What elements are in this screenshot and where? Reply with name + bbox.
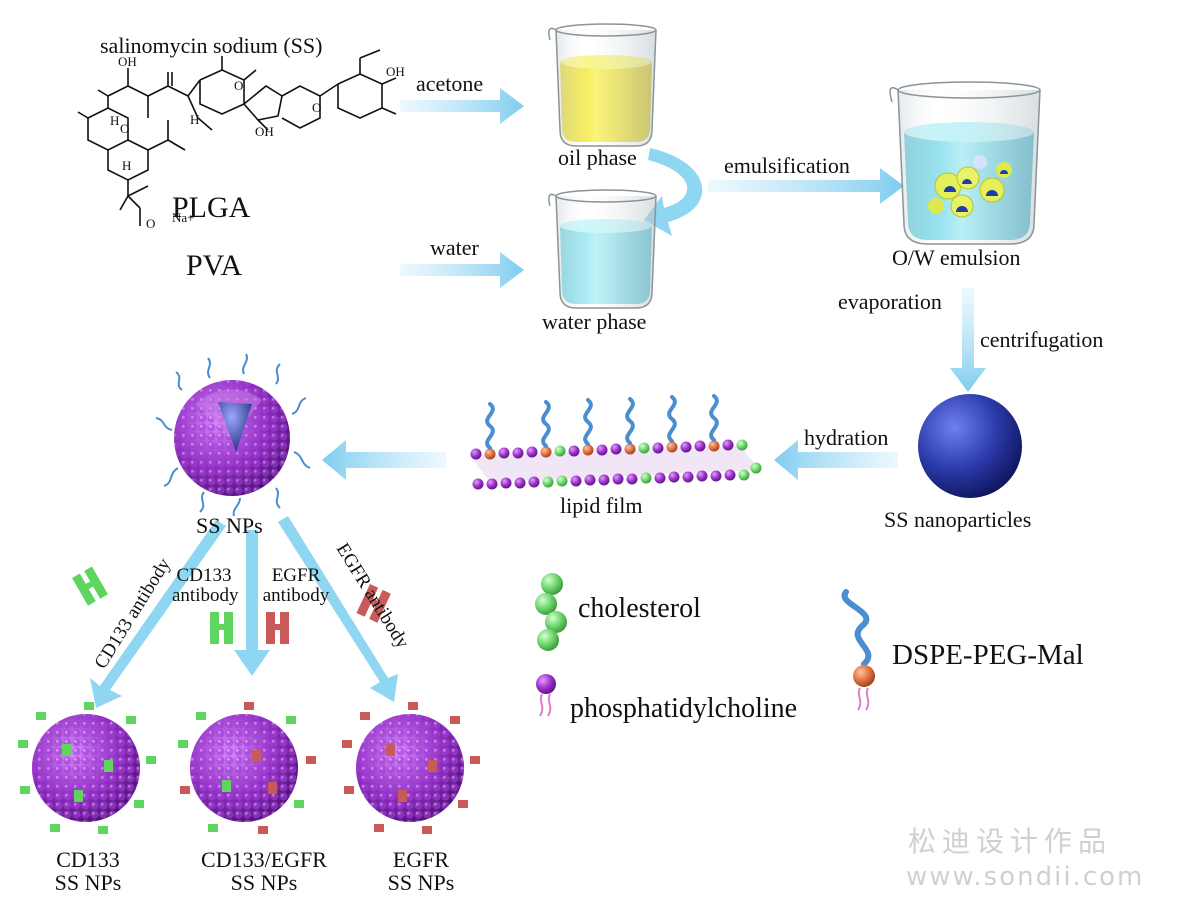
- antibody-icons: [72, 566, 391, 644]
- egfr-antibody-icon-mid: [266, 612, 289, 644]
- label-acetone: acetone: [416, 71, 484, 96]
- egfr-antibody-icon-right: [356, 584, 391, 623]
- label-salinomycin: salinomycin sodium (SS): [100, 33, 323, 58]
- label-cd133-mid-line1: CD133: [176, 565, 232, 586]
- label-centrifugation: centrifugation: [980, 327, 1104, 352]
- legend-phosphatidylcholine-icon: [536, 674, 556, 717]
- label-egfr-antibody-mid: EGFR antibody: [256, 566, 336, 606]
- o-label-ring-3: O: [312, 100, 321, 115]
- salinomycin-atom-labels: OH O OH OH O H H H O O Na+: [110, 54, 405, 231]
- arrow-acetone: [400, 88, 524, 124]
- label-hydration: hydration: [804, 425, 889, 450]
- arrow-hydration: [774, 440, 898, 480]
- lipid-film-peg-chains: [485, 394, 719, 450]
- carboxylate-o-label: O: [146, 216, 155, 231]
- label-product-cd133-egfr-line1: CD133/EGFR: [201, 847, 327, 872]
- label-cd133-mid-line2: antibody: [172, 584, 239, 606]
- label-pva: PVA: [186, 249, 243, 282]
- sodium-label: Na+: [172, 210, 195, 225]
- label-egfr-mid-line2: antibody: [262, 584, 330, 606]
- legend-cholesterol-label: cholesterol: [578, 593, 701, 624]
- h-label-1: H: [110, 113, 119, 128]
- label-water: water: [430, 235, 479, 260]
- ss-nps-liposome: [155, 353, 311, 517]
- legend-cholesterol-icon: [535, 573, 567, 651]
- label-water-phase: water phase: [542, 309, 647, 334]
- watermark-url: www.sondii.com: [906, 862, 1145, 892]
- beaker-water-phase: [548, 189, 657, 309]
- label-product-cd133: CD133 SS NPs: [40, 848, 136, 894]
- label-plga: PLGA: [172, 191, 251, 224]
- emulsion-droplets: [928, 155, 1012, 218]
- legend-dspe-peg-mal-icon: [841, 589, 875, 711]
- ss-nanoparticle-sphere: [918, 394, 1022, 498]
- oh-label-1: OH: [118, 54, 137, 69]
- label-product-egfr: EGFR SS NPs: [376, 848, 466, 894]
- label-oil-phase: oil phase: [558, 145, 637, 170]
- label-ss-nps: SS NPs: [196, 513, 263, 538]
- legend-phosphatidylcholine-label: phosphatidylcholine: [570, 693, 798, 724]
- arrow-evaporation: [950, 288, 986, 392]
- arrow-to-ss-nps: [322, 440, 446, 480]
- label-product-egfr-line2: SS NPs: [387, 870, 455, 896]
- label-cd133-antibody-mid: CD133 antibody: [172, 565, 239, 606]
- label-product-cd133-line2: SS NPs: [54, 870, 122, 896]
- label-lipid-film: lipid film: [560, 493, 643, 518]
- oh-label-3: OH: [386, 64, 405, 79]
- o-label-ring: O: [234, 78, 243, 93]
- label-product-cd133-egfr-line2: SS NPs: [230, 870, 298, 896]
- product-egfr-ss-nps: [342, 702, 480, 834]
- oh-label-2: OH: [255, 124, 274, 139]
- arrow-branch-cd133: [90, 520, 226, 708]
- beaker-oil-phase: [548, 23, 657, 147]
- label-ow-emulsion: O/W emulsion: [892, 245, 1021, 270]
- label-evaporation: evaporation: [838, 289, 942, 314]
- lipid-film: [470, 394, 762, 490]
- product-cd133-egfr-ss-nps: [178, 702, 316, 834]
- label-product-cd133-egfr: CD133/EGFR SS NPs: [184, 848, 344, 894]
- label-egfr-antibody-right: EGFR antibody: [332, 540, 414, 653]
- cd133-antibody-icon-mid: [210, 612, 233, 644]
- arrows: [90, 88, 986, 708]
- legend-dspe-peg-mal-label: DSPE-PEG-Mal: [892, 639, 1084, 671]
- arrow-water: [400, 252, 524, 288]
- arrow-emulsification: [708, 168, 904, 204]
- arrow-oil-to-water: [644, 148, 703, 236]
- lipid-film-top-heads: [470, 439, 748, 460]
- watermark-chinese: 松迪设计作品: [908, 825, 1113, 858]
- o-label-ring-2: O: [120, 121, 129, 136]
- label-product-egfr-line1: EGFR: [392, 847, 450, 872]
- beaker-ow-emulsion: [889, 81, 1041, 245]
- label-egfr-mid-line1: EGFR: [271, 565, 321, 586]
- product-cd133-ss-nps: [18, 702, 156, 834]
- arrow-branch-egfr: [278, 516, 398, 702]
- lipid-film-bottom-heads: [472, 462, 762, 490]
- label-product-cd133-line1: CD133: [56, 847, 120, 872]
- label-ss-nanoparticles: SS nanoparticles: [884, 507, 1032, 532]
- salinomycin-structure: [77, 49, 397, 226]
- arrow-branch-cd133-egfr: [234, 530, 270, 676]
- label-emulsification: emulsification: [724, 153, 850, 178]
- h-label-2: H: [190, 112, 199, 127]
- cd133-antibody-icon-left: [72, 566, 108, 606]
- h-label-3: H: [122, 158, 131, 173]
